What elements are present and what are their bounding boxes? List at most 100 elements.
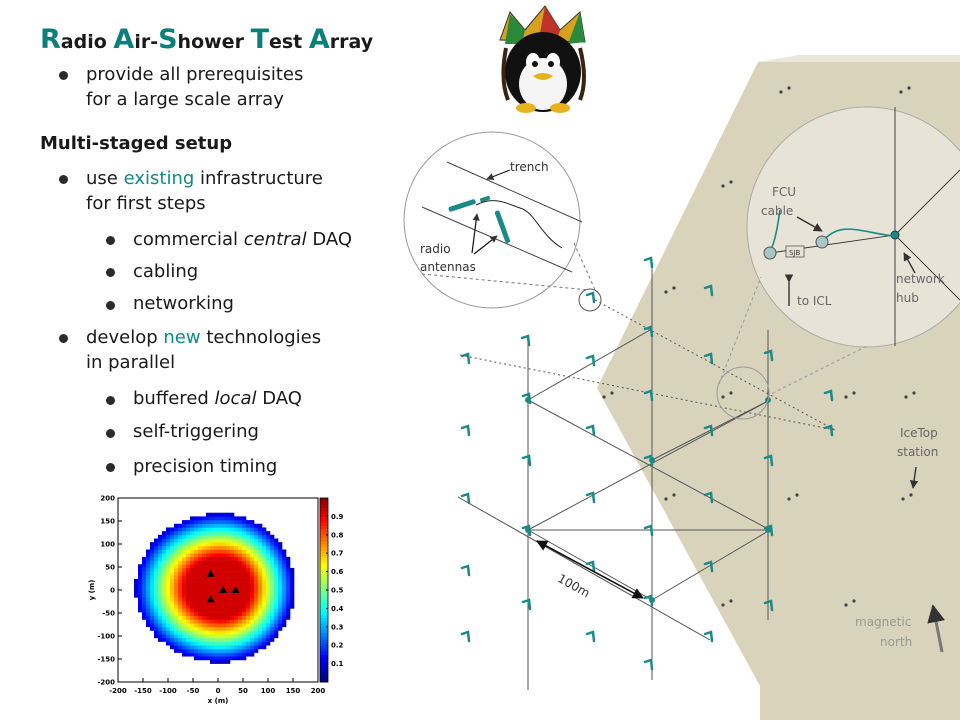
heatmap-cell [254, 564, 259, 569]
heatmap-cell [182, 608, 187, 613]
heatmap-cell [258, 593, 263, 598]
antennas-label: antennas [420, 260, 476, 274]
antenna-marker [231, 586, 240, 593]
heatmap-cell [206, 604, 211, 609]
heatmap-cell [190, 601, 195, 606]
heatmap-cell [258, 542, 263, 547]
heatmap-cell [266, 538, 271, 543]
heatmap-cell [238, 645, 243, 650]
heatmap-cell [246, 520, 251, 525]
heatmap-cell [194, 608, 199, 613]
heatmap-cell [190, 556, 195, 561]
heatmap-cell [198, 520, 203, 525]
radio-label: radio [420, 242, 451, 256]
heatmap-cell [230, 531, 235, 536]
heatmap-cell [182, 597, 187, 602]
heatmap-cell [266, 623, 271, 628]
heatmap-cell [254, 571, 259, 576]
heatmap-cell [138, 597, 143, 602]
heatmap-cell [266, 534, 271, 539]
heatmap-cell [242, 608, 247, 613]
heatmap-cell [270, 534, 275, 539]
heatmap-cell [218, 597, 223, 602]
heatmap-cell [162, 601, 167, 606]
heatmap-cell [170, 615, 175, 620]
heatmap-cell [146, 560, 151, 565]
colorbar-tick-label: 0.5 [331, 587, 344, 595]
heatmap-cell [134, 578, 139, 583]
heatmap-cell [242, 652, 247, 657]
heatmap-cell [198, 542, 203, 547]
x-axis-label: x (m) [208, 697, 229, 705]
heatmap-cell [258, 560, 263, 565]
heatmap-cell [162, 545, 167, 550]
heatmap-cell [278, 619, 283, 624]
heatmap-cell [254, 527, 259, 532]
antenna-icon [763, 599, 774, 612]
heatmap-cell [170, 619, 175, 624]
colorbar-segment [320, 522, 328, 526]
y-tick-label: 50 [105, 564, 115, 572]
heatmap-cell [226, 582, 231, 587]
heatmap-cell [230, 601, 235, 606]
heatmap-cell [186, 630, 191, 635]
heatmap-cell [286, 578, 291, 583]
antenna-segment [448, 199, 476, 212]
title-cap-s: S [158, 24, 178, 55]
heatmap-cell [246, 531, 251, 536]
heatmap-cell [286, 575, 291, 580]
heatmap-cell [186, 615, 191, 620]
heatmap-cell [226, 567, 231, 572]
heatmap-cell [198, 626, 203, 631]
heatmap-cell [202, 619, 207, 624]
fcu-arrow [796, 216, 823, 232]
colorbar-segment [320, 565, 328, 569]
heatmap-cell [162, 556, 167, 561]
heatmap-cell [242, 656, 247, 661]
title-rest-t: est [268, 31, 309, 53]
heatmap-cell [210, 648, 215, 653]
heatmap-cell [186, 626, 191, 631]
heatmap-cell [218, 523, 223, 528]
heatmap-cell [182, 590, 187, 594]
heatmap-cell [226, 549, 231, 554]
heatmap-cell [174, 604, 179, 609]
heatmap-cell [202, 593, 207, 598]
heatmap-cell [234, 545, 239, 550]
bullet-prerequisites: provide all prerequisites for a large sc… [86, 62, 303, 112]
heatmap-cell [178, 564, 183, 569]
heatmap-cell [182, 586, 187, 591]
zoom-circle-trench [403, 131, 581, 309]
heatmap-cell [174, 560, 179, 565]
heatmap-cell [278, 582, 283, 587]
heatmap-cell [162, 549, 167, 554]
heatmap-cell [214, 531, 219, 536]
heatmap-cell [194, 542, 199, 547]
italic-local: local [214, 388, 257, 409]
bullet-line: for a large scale array [86, 89, 284, 110]
heatmap-cell [218, 512, 223, 517]
heatmap-cell [186, 641, 191, 646]
heatmap-cell [214, 619, 219, 624]
colorbar-segment [320, 580, 328, 585]
y-tick-label: 0 [110, 587, 115, 595]
heatmap-cell [286, 608, 291, 613]
heatmap-cell [198, 601, 203, 606]
heatmap-cell [282, 564, 287, 569]
heatmap-cell [258, 586, 263, 591]
heatmap-cell [278, 608, 283, 613]
heatmap-cell [254, 597, 259, 602]
heatmap-cell [174, 637, 179, 642]
heatmap-cell [178, 641, 183, 646]
heatmap-cell [154, 626, 159, 631]
heatmap-cell [226, 612, 231, 617]
heatmap-cell [258, 612, 263, 617]
heatmap-cell [186, 645, 191, 650]
heatmap-cell [210, 567, 215, 572]
heatmap-cell [210, 623, 215, 628]
heatmap-cell [258, 531, 263, 536]
colorbar-tick-label: 0.1 [331, 660, 344, 668]
heatmap-cell [230, 523, 235, 528]
heatmap-cell [274, 582, 279, 587]
heatmap-cell [182, 593, 187, 598]
